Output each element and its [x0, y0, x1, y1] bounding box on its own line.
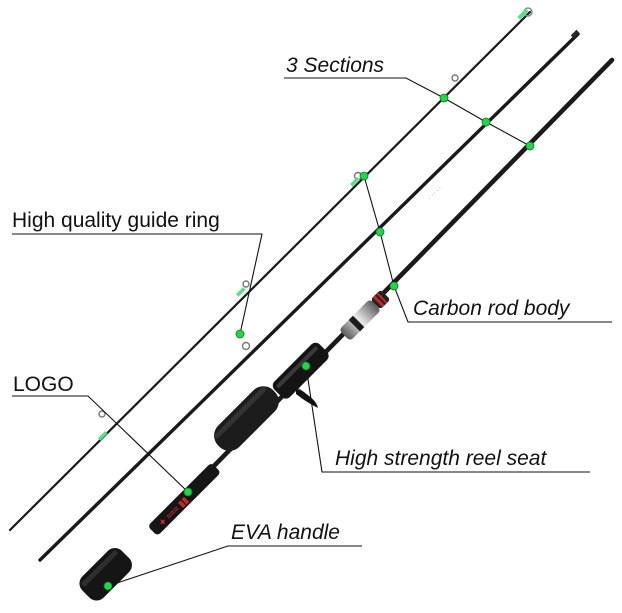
callout-dot-icon — [525, 141, 535, 151]
callout-dot-icon — [481, 117, 491, 127]
reel-seat-hood — [340, 290, 390, 340]
callout-dot-icon — [103, 581, 113, 591]
rod-butt-section: · · · · · ✦ ≈≈≈ ▮▮ — [79, 57, 615, 601]
callout-dot-icon — [183, 487, 193, 497]
callout-dot-icon — [359, 171, 369, 181]
guide-ring-icon — [241, 341, 251, 351]
rod-logo: ✦ ≈≈≈ ▮▮ — [149, 464, 220, 535]
label-carbon-body: Carbon rod body — [413, 297, 570, 320]
reel-seat — [272, 342, 329, 399]
guide-ring-icon — [451, 74, 459, 82]
svg-text:· · · · ·: · · · · · — [427, 185, 443, 201]
callout-dot-icon — [301, 361, 311, 371]
eva-rear-handle — [79, 548, 132, 601]
callout-dots — [103, 93, 535, 591]
eva-foregrip — [214, 386, 279, 451]
label-eva-handle: EVA handle — [231, 521, 340, 544]
callout-dot-icon — [439, 93, 449, 103]
label-reel-seat: High strength reel seat — [335, 447, 547, 470]
rod-middle-section — [38, 29, 580, 562]
guide-ring-icon — [236, 280, 250, 297]
callout-dot-icon — [375, 227, 385, 237]
svg-text:✦ ≈≈≈ ▮▮: ✦ ≈≈≈ ▮▮ — [157, 495, 190, 528]
label-guide-ring: High quality guide ring — [12, 209, 220, 232]
callout-lines — [12, 77, 612, 587]
callout-dot-icon — [389, 281, 399, 291]
guide-ring-icon — [98, 410, 108, 441]
callout-dot-icon — [235, 329, 245, 339]
guide-ring-icon — [517, 7, 533, 20]
label-logo: LOGO — [13, 373, 74, 396]
label-3-sections: 3 Sections — [286, 54, 385, 77]
